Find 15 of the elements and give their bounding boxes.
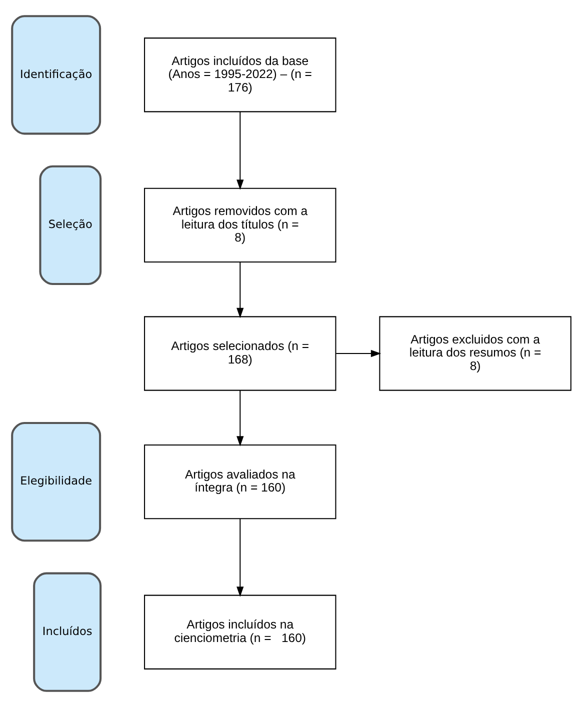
node-box: Artigos incluídos na cienciometria (n = 160) bbox=[144, 594, 336, 669]
node-box: Artigos selecionados (n = 168) bbox=[144, 316, 336, 390]
node-box: Incluídos bbox=[33, 572, 102, 692]
arrow bbox=[236, 518, 244, 596]
arrow bbox=[236, 390, 244, 446]
node-box: Artigos excluidos com a leitura dos resumos (n = 8) bbox=[379, 316, 572, 390]
node-box: Elegibilidade bbox=[11, 422, 102, 542]
node-box: Seleção bbox=[39, 164, 102, 284]
node-box: Artigos avaliados na íntegra (n = 160) bbox=[144, 444, 336, 519]
node-box: Identificação bbox=[11, 14, 102, 134]
arrow bbox=[236, 111, 244, 190]
arrow bbox=[236, 262, 244, 318]
node-box: Artigos removidos com a leitura dos títulos (n = 8) bbox=[144, 187, 336, 262]
node-box: Artigos incluídos da base (Anos = 1995-2022) – (n = 176) bbox=[144, 37, 336, 112]
arrow bbox=[336, 349, 382, 357]
